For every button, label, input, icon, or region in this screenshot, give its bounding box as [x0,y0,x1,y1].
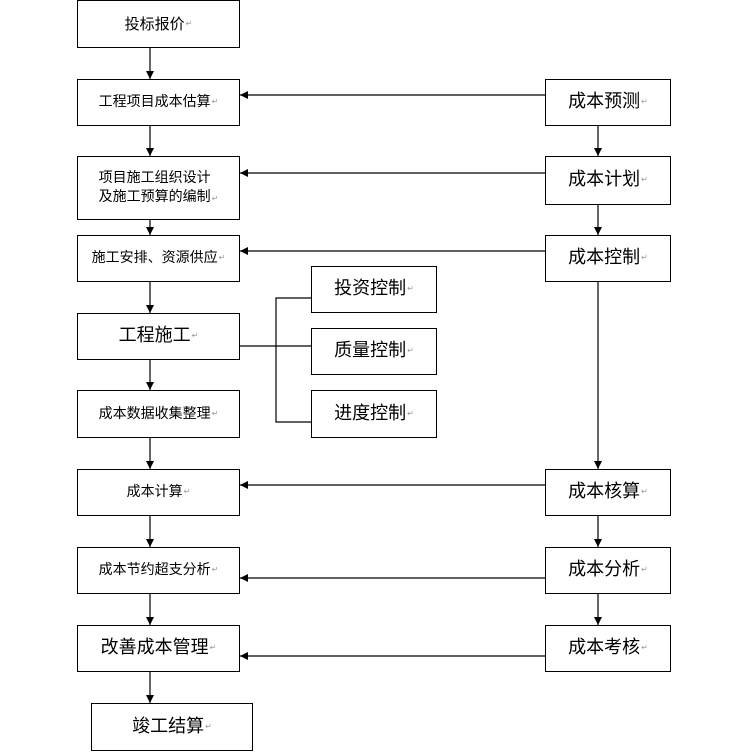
box-assess: 成本考核↵ [545,625,671,672]
box-invest-text: 投资控制 [334,278,407,300]
box-control-text: 成本控制 [568,247,641,269]
box-collect: 成本数据收集整理↵ [77,390,240,438]
box-forecast-text: 成本预测 [568,91,641,113]
bracket-controls [275,297,311,423]
box-progress: 进度控制↵ [311,390,437,438]
paragraph-mark: ↵ [641,487,648,497]
box-tender-text: 投标报价 [124,14,185,33]
paragraph-mark: ↵ [211,408,219,418]
box-settle-text: 竣工结算 [132,715,205,737]
paragraph-mark: ↵ [641,253,648,263]
paragraph-mark: ↵ [211,194,219,204]
box-collect-text: 成本数据收集整理 [98,405,211,422]
box-quality: 质量控制↵ [311,328,437,375]
box-arrange-text: 施工安排、资源供应 [91,250,218,267]
box-control: 成本控制↵ [545,235,671,282]
box-overspend: 成本节约超支分析↵ [77,547,240,594]
box-overspend-text: 成本节约超支分析 [98,562,211,579]
paragraph-mark: ↵ [209,643,217,653]
paragraph-mark: ↵ [407,346,414,356]
box-quality-text: 质量控制 [334,340,407,362]
paragraph-mark: ↵ [641,643,648,653]
box-construct-text: 工程施工 [118,325,191,347]
box-improve: 改善成本管理↵ [77,625,240,672]
box-accounting: 成本核算↵ [545,469,671,516]
paragraph-mark: ↵ [205,721,212,731]
paragraph-mark: ↵ [641,97,648,107]
box-estimate-text: 工程项目成本估算 [98,94,211,111]
box-estimate: 工程项目成本估算↵ [77,79,240,126]
box-accounting-text: 成本核算 [568,481,641,503]
paragraph-mark: ↵ [407,408,414,418]
box-tender: 投标报价↵ [77,0,240,48]
box-plan: 成本计划↵ [545,156,671,205]
box-forecast: 成本预测↵ [545,79,671,126]
paragraph-mark: ↵ [407,284,414,294]
box-calc-text: 成本计算 [126,484,183,501]
box-analysis: 成本分析↵ [545,547,671,594]
box-invest: 投资控制↵ [311,266,437,313]
box-improve-text: 改善成本管理 [100,637,209,659]
box-calc: 成本计算↵ [77,469,240,516]
box-design-text: 项目施工组织设计 及施工预算的编制 [98,170,211,205]
box-progress-text: 进度控制 [334,402,407,424]
box-arrange: 施工安排、资源供应↵ [77,235,240,282]
paragraph-mark: ↵ [641,175,648,185]
paragraph-mark: ↵ [218,253,226,263]
box-settle: 竣工结算↵ [91,703,253,751]
box-analysis-text: 成本分析 [568,559,641,581]
box-design: 项目施工组织设计 及施工预算的编制↵ [77,156,240,220]
paragraph-mark: ↵ [191,331,199,341]
paragraph-mark: ↵ [183,487,191,497]
paragraph-mark: ↵ [211,97,219,107]
paragraph-mark: ↵ [641,565,648,575]
box-construct: 工程施工↵ [77,313,240,360]
box-plan-text: 成本计划 [568,169,641,191]
paragraph-mark: ↵ [185,18,193,28]
paragraph-mark: ↵ [211,565,219,575]
box-assess-text: 成本考核 [568,637,641,659]
